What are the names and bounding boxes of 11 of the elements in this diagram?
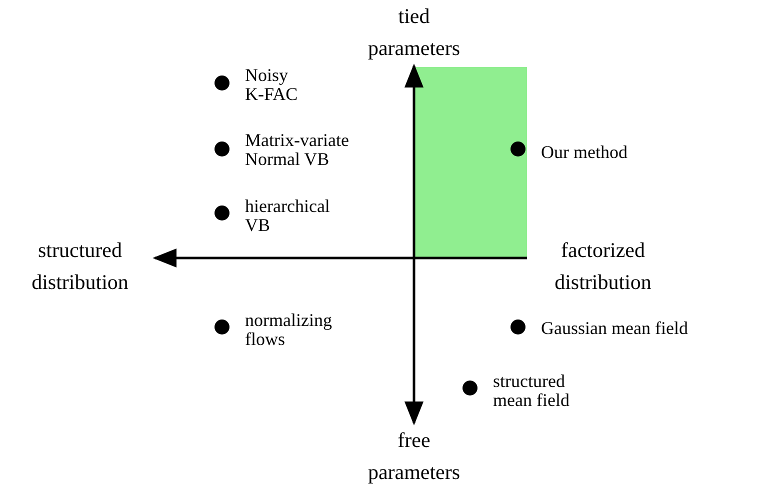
point-label: Gaussian mean field <box>541 319 689 338</box>
axis-label: free parameters <box>366 427 462 486</box>
axis-label: factorized distribution <box>554 237 652 296</box>
point-label: structured mean field <box>493 372 570 410</box>
axis-label: tied parameters <box>366 3 462 62</box>
point-label: hierarchical VB <box>245 197 331 235</box>
axis-label: structured distribution <box>30 237 130 296</box>
point-label: Noisy K-FAC <box>245 66 299 104</box>
point-label: Our method <box>541 143 628 162</box>
point-label: normalizing flows <box>245 311 333 349</box>
point-label: Matrix-variate Normal VB <box>245 131 350 169</box>
